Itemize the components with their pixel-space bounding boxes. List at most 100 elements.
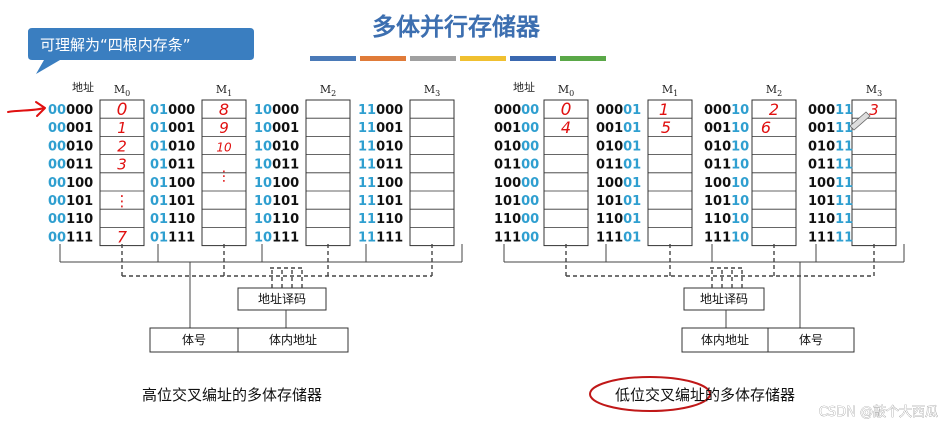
right-address: 11010 bbox=[704, 212, 749, 227]
right-address: 01010 bbox=[704, 139, 749, 154]
right-bank-number-register-label: 体号 bbox=[799, 333, 823, 347]
left-address: 10010 bbox=[254, 139, 299, 154]
left-address: 01000 bbox=[150, 103, 195, 118]
handwritten-dots: ⋮ bbox=[217, 169, 231, 185]
handwritten-number: 8 bbox=[219, 100, 229, 119]
right-address-label: 地址 bbox=[513, 80, 535, 94]
right-address: 00111 bbox=[808, 121, 853, 136]
left-address: 01001 bbox=[150, 121, 195, 136]
right-address: 00001 bbox=[596, 103, 641, 118]
left-module-label-1: M1 bbox=[216, 83, 232, 98]
right-address: 01011 bbox=[808, 139, 853, 154]
right-address: 10100 bbox=[494, 194, 539, 209]
handwritten-number: 1 bbox=[659, 100, 669, 119]
left-inner-address-register-label: 体内地址 bbox=[269, 333, 317, 347]
right-address: 11101 bbox=[596, 230, 641, 245]
pencil-cursor-icon bbox=[849, 111, 871, 131]
handwritten-number: 0 bbox=[561, 100, 572, 120]
left-address: 10100 bbox=[254, 176, 299, 191]
left-address: 11000 bbox=[358, 103, 403, 118]
handwritten-number: 3 bbox=[117, 156, 127, 174]
left-address: 10001 bbox=[254, 121, 299, 136]
left-address: 10011 bbox=[254, 158, 299, 173]
right-address: 01000 bbox=[494, 139, 539, 154]
handwritten-number: 2 bbox=[769, 100, 779, 119]
left-address: 01110 bbox=[150, 212, 195, 227]
right-address: 11011 bbox=[808, 212, 853, 227]
right-memory-bank-0 bbox=[543, 99, 589, 247]
left-address: 00011 bbox=[48, 158, 93, 173]
right-address: 10110 bbox=[704, 194, 749, 209]
right-address: 01101 bbox=[596, 158, 641, 173]
caption-highlight-circle bbox=[589, 376, 711, 412]
left-address-decoder: 地址译码 bbox=[237, 287, 327, 311]
left-module-label-2: M2 bbox=[320, 83, 336, 98]
right-bank-number-register: 体号 bbox=[767, 327, 855, 353]
left-module-label-0: M0 bbox=[114, 83, 130, 98]
right-address: 00101 bbox=[596, 121, 641, 136]
left-bank-number-register-label: 体号 bbox=[182, 333, 206, 347]
right-address: 10000 bbox=[494, 176, 539, 191]
left-address: 10111 bbox=[254, 230, 299, 245]
right-address: 11110 bbox=[704, 230, 749, 245]
left-address: 10101 bbox=[254, 194, 299, 209]
right-address: 00011 bbox=[808, 103, 853, 118]
left-address: 11101 bbox=[358, 194, 403, 209]
left-address: 01010 bbox=[150, 139, 195, 154]
left-module-label-3: M3 bbox=[424, 83, 440, 98]
left-memory-bank-1 bbox=[201, 99, 247, 247]
watermark: CSDN @敲个大西瓜 bbox=[819, 404, 938, 420]
right-address: 01001 bbox=[596, 139, 641, 154]
handwritten-number: 1 bbox=[117, 119, 127, 137]
right-address: 00100 bbox=[494, 121, 539, 136]
right-address: 11111 bbox=[808, 230, 853, 245]
left-address: 11001 bbox=[358, 121, 403, 136]
right-memory-bank-2 bbox=[751, 99, 797, 247]
left-address: 01101 bbox=[150, 194, 195, 209]
left-memory-bank-2 bbox=[305, 99, 351, 247]
left-caption: 高位交叉编址的多体存储器 bbox=[142, 386, 322, 404]
left-address: 11010 bbox=[358, 139, 403, 154]
right-address: 10001 bbox=[596, 176, 641, 191]
handwritten-number: 9 bbox=[219, 119, 229, 137]
handwritten-number: 2 bbox=[117, 137, 127, 155]
color-bar-segment bbox=[460, 56, 506, 61]
right-address: 01111 bbox=[808, 158, 853, 173]
right-inner-address-register: 体内地址 bbox=[681, 327, 769, 353]
right-address: 00110 bbox=[704, 121, 749, 136]
handwritten-number: 6 bbox=[761, 118, 771, 137]
left-address: 11110 bbox=[358, 212, 403, 227]
right-address: 10101 bbox=[596, 194, 641, 209]
left-address: 01011 bbox=[150, 158, 195, 173]
callout-bubble: 可理解为“四根内存条” bbox=[28, 28, 254, 74]
color-bar-segment bbox=[510, 56, 556, 61]
left-address: 00000 bbox=[48, 103, 93, 118]
right-inner-address-register-label: 体内地址 bbox=[701, 333, 749, 347]
left-bank-number-register: 体号 bbox=[149, 327, 239, 353]
color-bar bbox=[310, 56, 606, 61]
right-address: 00000 bbox=[494, 103, 539, 118]
left-address: 00001 bbox=[48, 121, 93, 136]
right-module-label-0: M0 bbox=[558, 83, 574, 98]
left-address: 00101 bbox=[48, 194, 93, 209]
left-address: 11111 bbox=[358, 230, 403, 245]
color-bar-segment bbox=[410, 56, 456, 61]
left-address-decoder-label: 地址译码 bbox=[258, 292, 306, 306]
color-bar-segment bbox=[560, 56, 606, 61]
left-address: 01100 bbox=[150, 176, 195, 191]
left-address: 00010 bbox=[48, 139, 93, 154]
color-bar-segment bbox=[360, 56, 406, 61]
left-inner-address-register: 体内地址 bbox=[237, 327, 349, 353]
left-address: 01111 bbox=[150, 230, 195, 245]
left-address: 11100 bbox=[358, 176, 403, 191]
right-address: 01110 bbox=[704, 158, 749, 173]
page-title: 多体并行存储器 bbox=[372, 13, 541, 41]
right-address-decoder: 地址译码 bbox=[683, 287, 765, 311]
right-module-label-2: M2 bbox=[766, 83, 782, 98]
right-caption: 低位交叉编址的多体存储器 bbox=[615, 386, 795, 404]
left-address: 10110 bbox=[254, 212, 299, 227]
handwritten-number: 5 bbox=[661, 118, 671, 137]
left-address: 00110 bbox=[48, 212, 93, 227]
